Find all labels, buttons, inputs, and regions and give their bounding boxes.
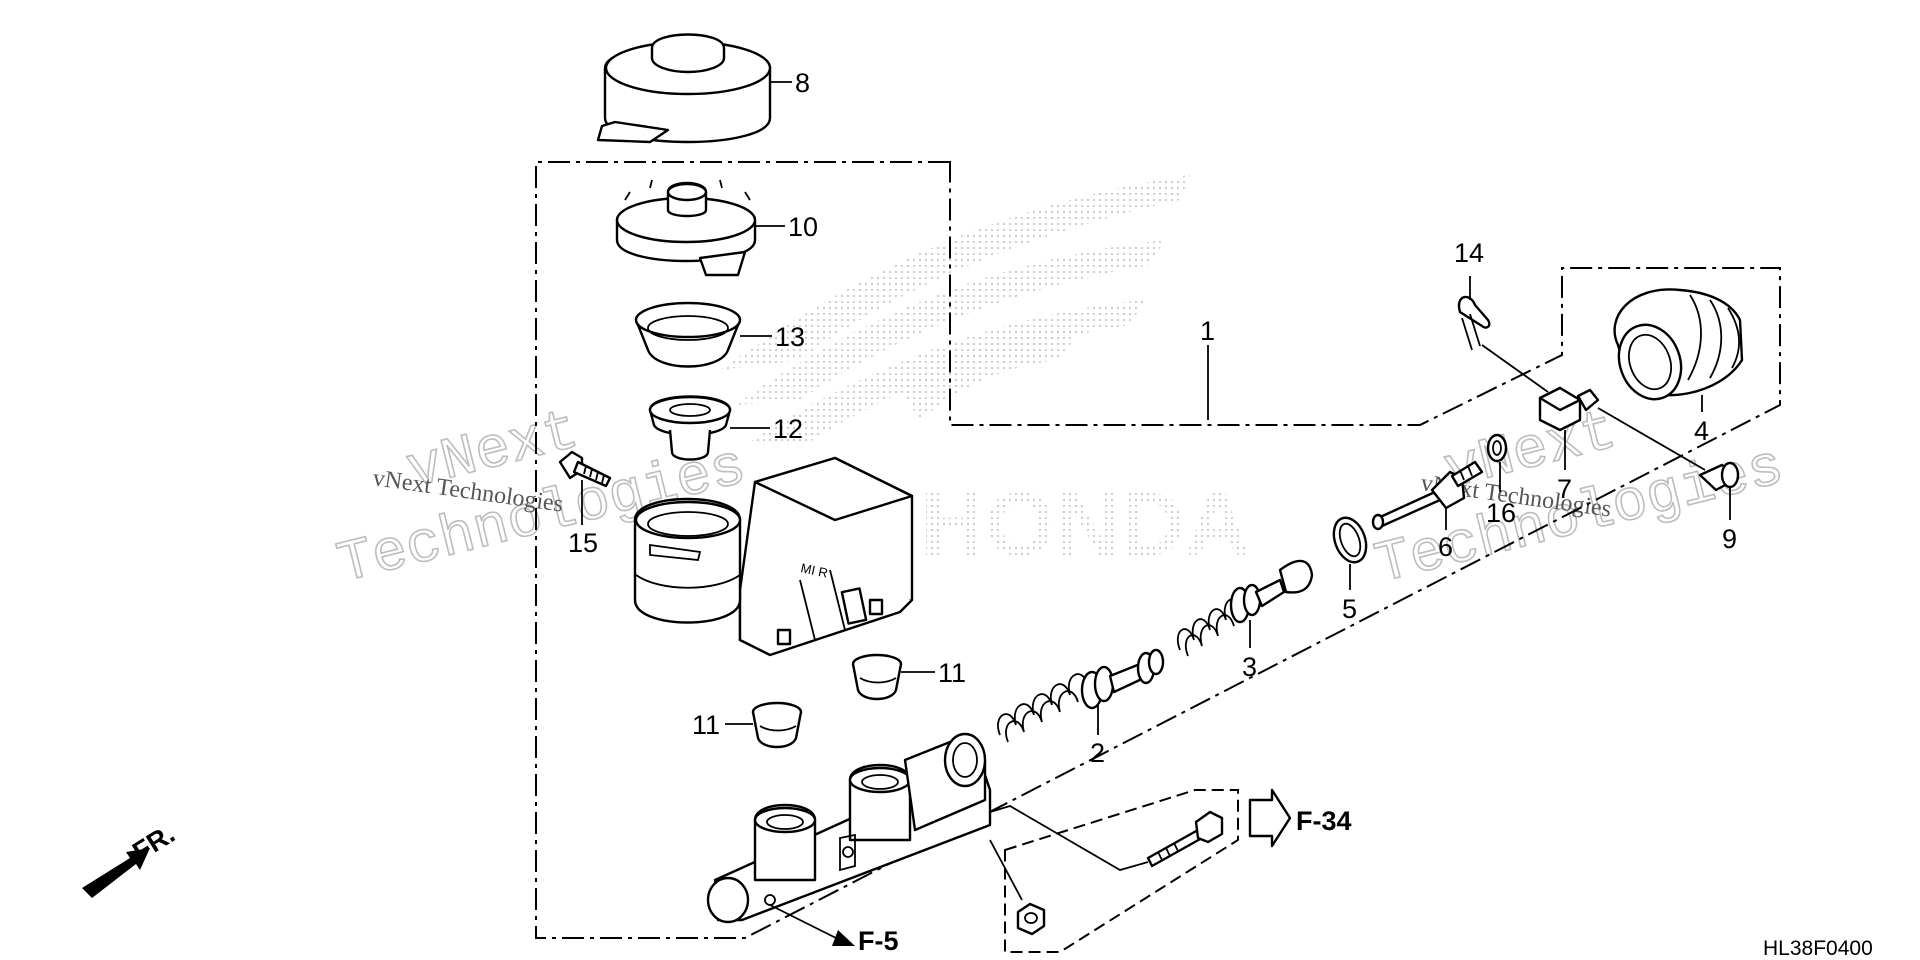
primary-piston [997,648,1165,743]
reservoir-screw [558,450,612,488]
callout-1: 1 [1200,316,1215,346]
callout-7: 7 [1557,474,1572,504]
callout-3: 3 [1242,652,1257,682]
reference-arrow-f5: F-5 [769,904,899,956]
leader-7-to-9 [1597,407,1706,471]
leader-14-to-7 [1481,344,1549,393]
bolt-group-boundary [1004,789,1239,953]
callout-5: 5 [1342,594,1357,624]
mounting-bolt [1146,810,1224,868]
master-cylinder-body [706,732,992,924]
brake-fluid-reservoir: MI R [633,456,914,657]
push-rod-joint [1538,386,1600,432]
cotter-pin [1457,295,1491,351]
callout-2: 2 [1090,738,1105,768]
mounting-nut [1016,902,1046,936]
callout-4: 4 [1694,416,1709,446]
background-wing-logo: HONDA [720,175,1250,575]
grommet-upper [851,653,903,701]
callout-11-upper: 11 [938,658,966,688]
callout-10: 10 [788,212,818,242]
front-direction-indicator: FR. [82,819,180,898]
callout-11-lower: 11 [692,710,720,740]
push-rod [1371,460,1484,531]
assembly-boundary [535,161,1781,939]
callout-15: 15 [568,528,598,558]
clevis-pin [1698,461,1740,492]
callout-13: 13 [775,322,805,352]
push-rod-boot [1613,288,1744,401]
callout-9: 9 [1722,524,1737,554]
callout-8: 8 [795,68,810,98]
leader-bolt [989,805,1149,871]
leader-nut [989,839,1023,901]
reference-f34: F-34 [1296,806,1352,836]
callout-14: 14 [1454,238,1484,268]
snap-ring [1332,516,1368,564]
diaphragm [634,301,742,368]
diaphragm-plate [648,395,732,461]
reference-arrow-f34: F-34 [1248,788,1352,848]
reservoir-marking: MI R [799,560,829,580]
callout-12: 12 [773,414,803,444]
reservoir-cap-cover [596,33,772,144]
reservoir-cap [615,179,757,277]
callout-16: 16 [1486,498,1516,528]
reference-f5: F-5 [858,926,899,956]
background-logo-text: HONDA [920,475,1250,575]
diagram-code: HL38F0400 [1763,937,1873,960]
callout-6: 6 [1438,532,1453,562]
secondary-piston [1177,559,1314,657]
grommet-lower [751,701,803,749]
lock-nut [1486,433,1508,463]
